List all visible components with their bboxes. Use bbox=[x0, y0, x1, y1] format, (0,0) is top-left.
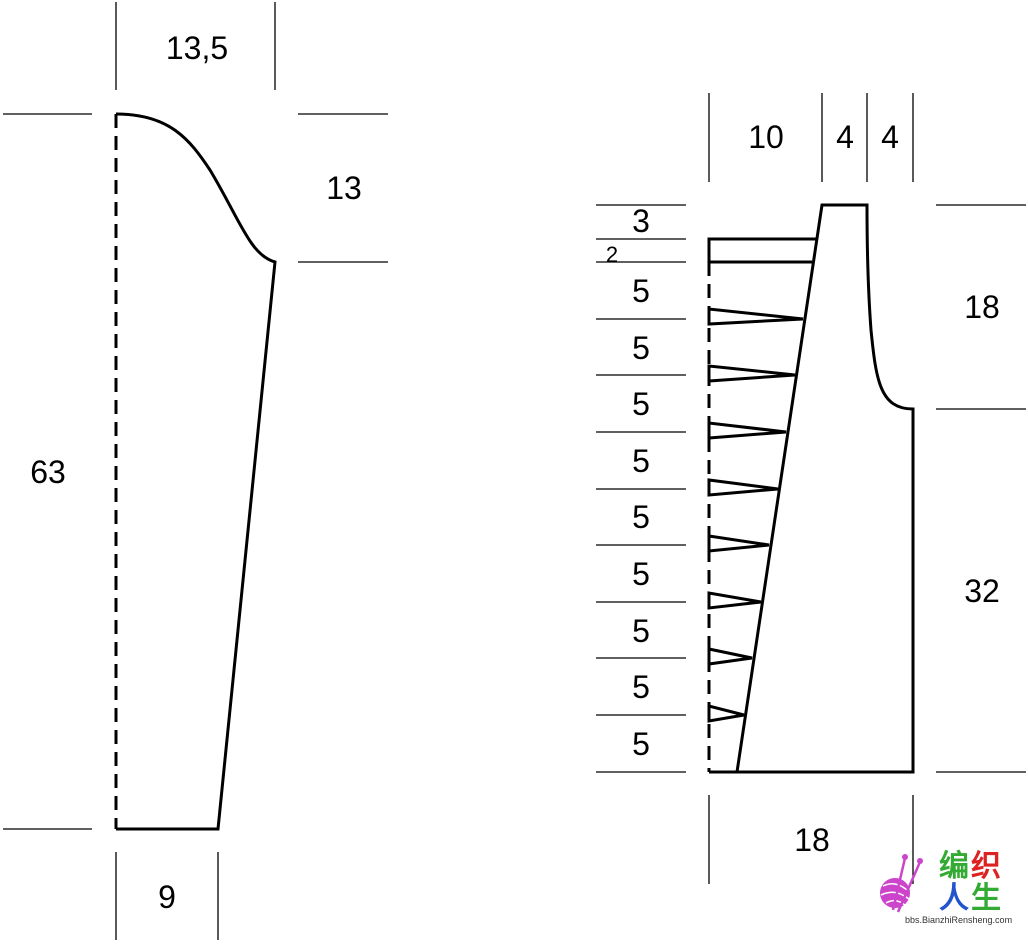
short-row-darts bbox=[707, 307, 804, 723]
step-label: 5 bbox=[632, 499, 650, 535]
step-label: 5 bbox=[632, 330, 650, 366]
watermark-char: 编 bbox=[939, 849, 969, 884]
dart bbox=[707, 364, 796, 383]
step-label: 5 bbox=[632, 726, 650, 762]
sleeve-outline bbox=[115, 112, 277, 831]
left-step-lines bbox=[596, 204, 686, 773]
front-bottom-width-label: 18 bbox=[794, 822, 830, 858]
dart bbox=[707, 478, 779, 497]
watermark-char: 生 bbox=[971, 881, 1001, 916]
front-outline bbox=[709, 203, 915, 774]
sleeve-schematic: 13,5 13 63 9 bbox=[3, 2, 388, 940]
dart bbox=[707, 421, 787, 440]
knitting-needle-icon bbox=[891, 857, 907, 911]
sleeve-bottom-width-label: 9 bbox=[158, 879, 176, 915]
watermark-char: 人 bbox=[939, 881, 969, 916]
dart bbox=[707, 704, 745, 723]
dart bbox=[707, 534, 770, 553]
front-schematic: 10 4 4 3 2 5 5 5 5 5 5 5 5 5 18 32 18 bbox=[596, 93, 1026, 884]
step-label: 5 bbox=[632, 669, 650, 705]
watermark-char: 织 bbox=[971, 849, 1001, 884]
watermark-logo: 编 织 人 生 bbs.BianzhiRensheng.com bbox=[880, 849, 1012, 925]
watermark-url: bbs.BianzhiRensheng.com bbox=[905, 915, 1012, 925]
step-label: 2 bbox=[606, 242, 618, 267]
armhole-height-label: 18 bbox=[964, 289, 1000, 325]
step-label: 5 bbox=[632, 443, 650, 479]
sleeve-length-label: 63 bbox=[30, 454, 66, 490]
front-armhole-width-label: 4 bbox=[881, 119, 899, 155]
step-label: 5 bbox=[632, 613, 650, 649]
dart bbox=[707, 647, 753, 666]
sleeve-top-width-label: 13,5 bbox=[166, 30, 228, 66]
step-label: 5 bbox=[632, 273, 650, 309]
dart bbox=[707, 591, 762, 610]
step-label: 3 bbox=[632, 203, 650, 239]
side-height-label: 32 bbox=[964, 573, 1000, 609]
dart bbox=[707, 307, 804, 326]
front-neck-width-label: 10 bbox=[748, 119, 784, 155]
front-shoulder-width-label: 4 bbox=[836, 119, 854, 155]
step-label: 5 bbox=[632, 556, 650, 592]
knitting-needle-icon bbox=[896, 861, 922, 913]
step-label: 5 bbox=[632, 386, 650, 422]
sleeve-cap-height-label: 13 bbox=[326, 170, 362, 206]
collar-band bbox=[707, 237, 816, 264]
